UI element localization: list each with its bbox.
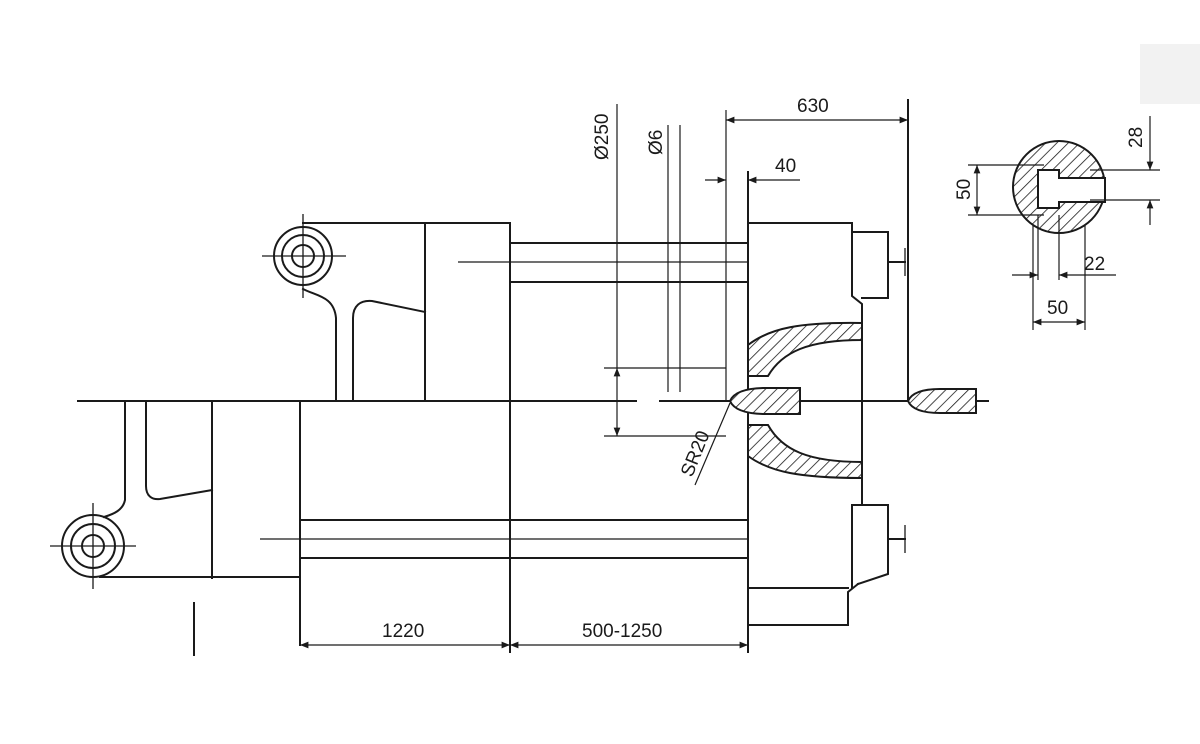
nozzle-left — [659, 387, 801, 415]
dim-40: 40 — [775, 156, 796, 177]
dim-1220: 1220 — [382, 621, 424, 642]
lower-toggle-bracket — [50, 400, 301, 646]
dim-50-bottom: 50 — [1047, 298, 1068, 319]
dim-630: 630 — [797, 96, 829, 117]
dim-500-1250: 500-1250 — [582, 621, 662, 642]
tie-bar-section-detail: 28 50 22 50 — [954, 116, 1160, 330]
dim-22: 22 — [1084, 254, 1105, 275]
upper-toggle-bracket — [262, 214, 511, 402]
dim-dia6: Ø6 — [646, 130, 667, 155]
dim-50-left: 50 — [954, 179, 975, 200]
nozzle-seat-hatch — [747, 321, 863, 377]
nozzle-right — [906, 99, 977, 414]
dim-dia250: Ø250 — [592, 114, 613, 160]
corner-shade — [1140, 44, 1200, 104]
dim-28: 28 — [1126, 127, 1147, 148]
upper-tie-bar — [458, 242, 749, 283]
moving-platen-body — [260, 400, 749, 653]
nozzle-seat-hatch-lower — [747, 424, 863, 480]
